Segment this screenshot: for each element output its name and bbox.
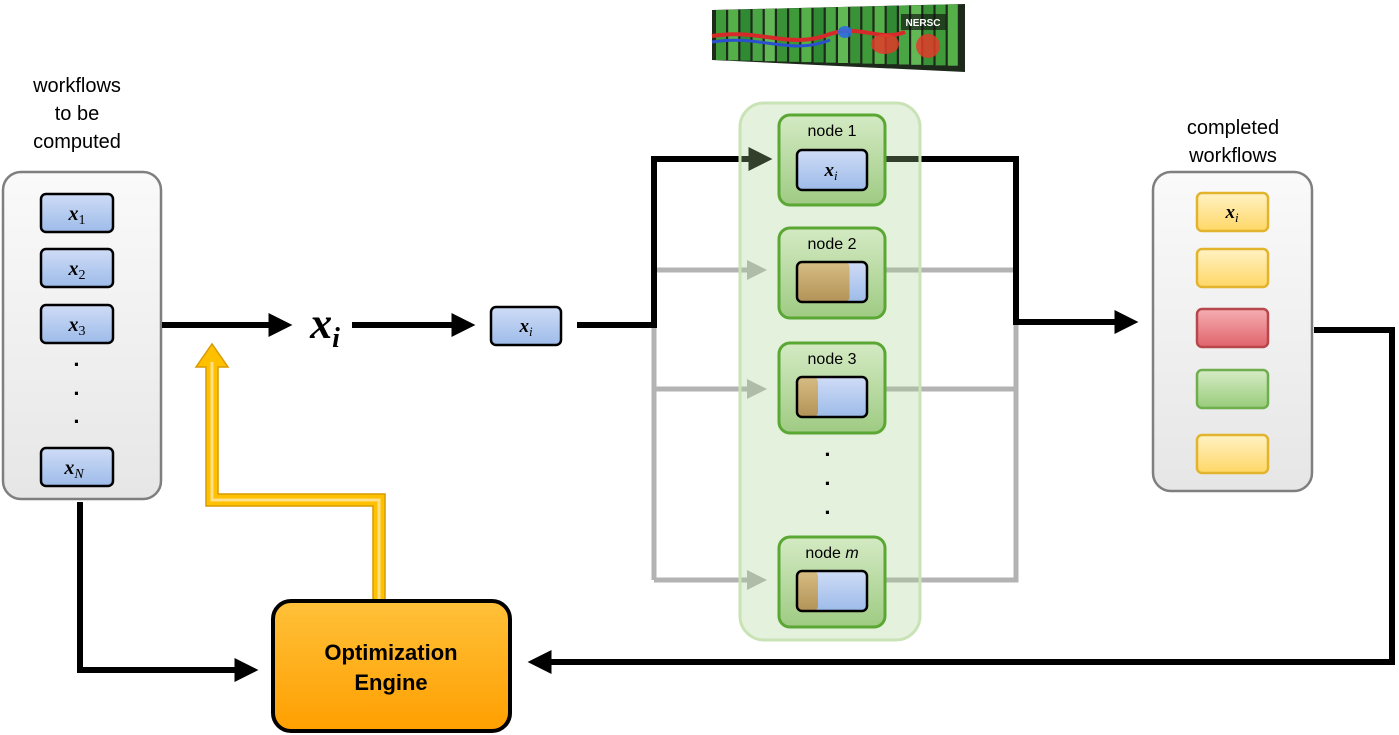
completed-item: xi [1195, 191, 1270, 233]
cabinet-panel [862, 6, 873, 64]
svg-text:x2: x2 [68, 258, 86, 283]
active-route-in [577, 147, 773, 328]
svg-text:xN: xN [63, 457, 84, 482]
completed-item [1195, 307, 1270, 349]
queue-item: xN [39, 446, 115, 488]
completed-title: completed workflows [1187, 117, 1279, 167]
selected-workflow-label: xi [309, 299, 340, 354]
completed-title-line: completed [1187, 117, 1279, 139]
cabinet-panel [801, 7, 812, 63]
completed-item [1195, 247, 1270, 289]
cabinet-panel [935, 4, 946, 66]
cabinet-panel [813, 7, 824, 63]
optimization-engine: Optimization Engine [271, 599, 512, 733]
completed-item [1195, 368, 1270, 410]
completed-item-var: x [1224, 202, 1235, 223]
queue-title-line: computed [33, 131, 121, 153]
queue-item-sub: 3 [79, 324, 86, 339]
completed-item-sub: i [1235, 210, 1239, 225]
ellipsis-dot: · [824, 442, 831, 467]
node-label: node 3 [808, 351, 857, 368]
task-var: x [518, 316, 529, 337]
ellipsis-dot: · [73, 409, 80, 434]
node-label: node [805, 545, 845, 562]
node-progress-fill [797, 571, 818, 611]
compute-node: node 2 [777, 226, 887, 320]
arrow-engine-feedback [200, 346, 381, 601]
svg-text:xi: xi [518, 316, 533, 339]
queue-title: workflows to be computed [32, 75, 121, 153]
cabinet-panel [777, 8, 787, 62]
node-label: node 1 [808, 123, 857, 140]
queue-item: x1 [39, 192, 115, 234]
arrow-completed-to-engine [527, 327, 1395, 674]
queue-item-sub: N [73, 467, 84, 482]
cabinet-panel [911, 5, 922, 65]
queue-title-line: workflows [32, 75, 121, 97]
completed-item [1195, 433, 1270, 475]
dispatched-task: xi [489, 305, 563, 347]
node-label: node 2 [808, 236, 857, 253]
node-progress-bar [795, 260, 869, 304]
queue-item-sub: 2 [79, 268, 86, 283]
ellipsis-dot: · [73, 352, 80, 377]
node-progress-fill [797, 377, 818, 417]
task-sub: i [529, 324, 533, 339]
ellipsis-dot: · [824, 471, 831, 496]
queue-item-var: x [68, 258, 79, 280]
compute-node: node 1 xi [777, 113, 887, 207]
cluster-ellipsis: · · · [824, 442, 831, 525]
cabinet-panel [764, 8, 775, 62]
svg-text:x1: x1 [68, 203, 86, 228]
queue-item-var: x [63, 457, 74, 479]
svg-text:node m: node m [805, 545, 858, 562]
compute-node: node 3 [777, 341, 887, 435]
queue-item-var: x [68, 314, 79, 336]
selected-var: x [309, 299, 332, 348]
node-progress-fill [797, 262, 850, 302]
svg-text:xi: xi [1224, 202, 1239, 225]
engine-label-line: Optimization [324, 640, 457, 665]
ellipsis-dot: · [824, 500, 831, 525]
compute-node: node m [777, 535, 887, 629]
node-task [795, 148, 869, 192]
queue-item-sub: 1 [79, 213, 86, 228]
arrow-queue-to-engine [77, 502, 259, 682]
queue-item-var: x [68, 203, 79, 225]
cabinet-panel [850, 6, 861, 64]
ellipsis-dot: · [73, 381, 80, 406]
active-route-out [886, 156, 1139, 334]
node-progress-bar [795, 569, 869, 613]
cabinet-panel [899, 5, 909, 65]
node-task-var: x [823, 160, 834, 181]
svg-text:xi: xi [823, 160, 838, 183]
node-label-var: m [845, 545, 858, 562]
idle-routes [651, 260, 1019, 590]
queue-item: x2 [39, 247, 115, 289]
cabinet-panel [789, 8, 800, 62]
completed-title-line: workflows [1188, 145, 1277, 167]
supercomputer-image: NERSC [711, 4, 965, 72]
svg-text:x3: x3 [68, 314, 86, 339]
queue-ellipsis: · · · [73, 352, 80, 434]
idle-route-outm [886, 325, 1019, 583]
feedback-arrow [194, 342, 386, 602]
queue-item: x3 [39, 303, 115, 345]
banner-logo-text: NERSC [905, 18, 940, 29]
cabinet-panel [947, 4, 958, 66]
engine-label-line: Engine [354, 670, 427, 695]
selected-sub: i [332, 323, 340, 354]
queue-title-line: to be [55, 103, 99, 125]
node-task-sub: i [834, 168, 838, 183]
node-progress-bar [795, 375, 869, 419]
